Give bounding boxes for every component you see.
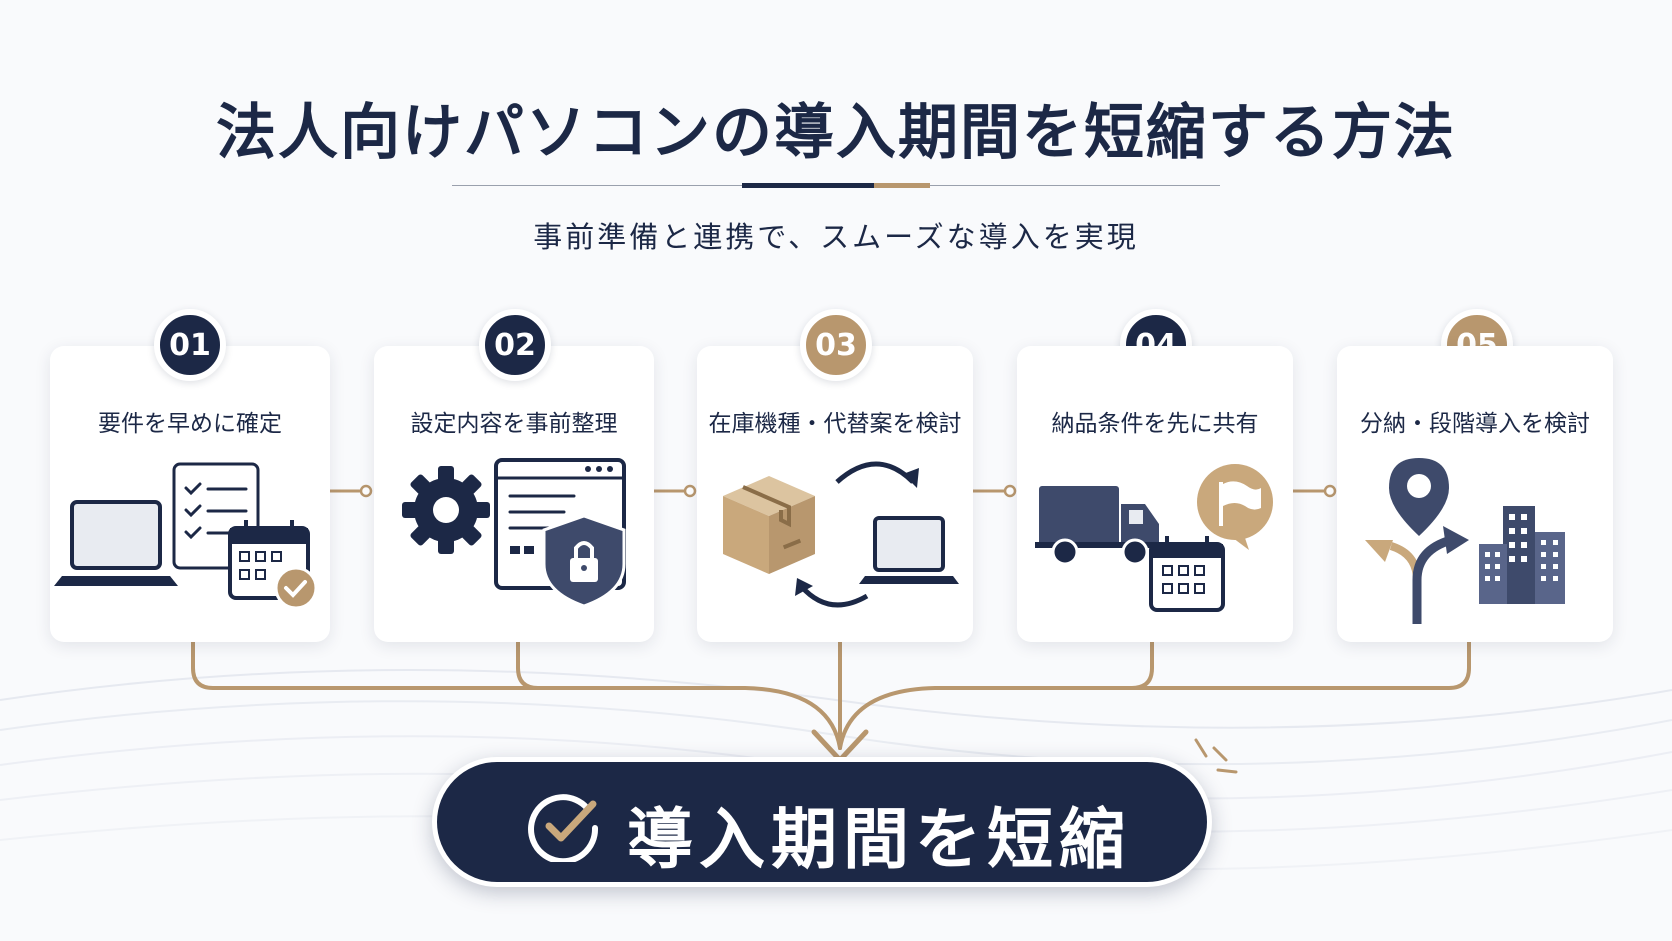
laptop-checklist-calendar-icon [54, 462, 318, 610]
result-banner: 導入期間を短縮 [432, 757, 1212, 887]
connector-4-5 [1292, 484, 1337, 498]
step-label: 要件を早めに確定 [98, 411, 282, 437]
step-card-1: 要件を早めに確定 [50, 346, 330, 642]
check-circle-icon [528, 794, 599, 862]
title-accent-navy [742, 183, 874, 188]
step-badge-2: 02 [479, 309, 551, 381]
box-swap-laptop-icon [723, 461, 959, 608]
step-card-4: 納品条件を先に共有 [1017, 346, 1293, 642]
truck-calendar-flag-icon [1035, 464, 1273, 612]
gear-window-shield-icon [402, 458, 626, 608]
connector-2-3 [652, 484, 697, 498]
step-card-3: 在庫機種・代替案を検討 [697, 346, 973, 642]
step-label: 納品条件を先に共有 [1051, 411, 1259, 437]
step-badge-3: 03 [800, 309, 872, 381]
step-badge-1: 01 [154, 309, 226, 381]
step-label: 在庫機種・代替案を検討 [708, 411, 962, 437]
step-label: 設定内容を事前整理 [410, 411, 618, 437]
page-subtitle: 事前準備と連携で、スムーズな導入を実現 [533, 220, 1139, 254]
sparkle-icon [1194, 738, 1238, 774]
connector-1-2 [328, 484, 373, 498]
result-label: 導入期間を短縮 [627, 801, 1131, 878]
page-title: 法人向けパソコンの導入期間を短縮する方法 [216, 98, 1456, 168]
step-card-2: 設定内容を事前整理 [374, 346, 654, 642]
step-card-5: 分納・段階導入を検討 [1337, 346, 1613, 642]
pin-route-building-icon [1365, 458, 1565, 624]
step-label: 分納・段階導入を検討 [1360, 411, 1590, 437]
connector-3-4 [972, 484, 1017, 498]
title-accent-gold [874, 183, 930, 188]
